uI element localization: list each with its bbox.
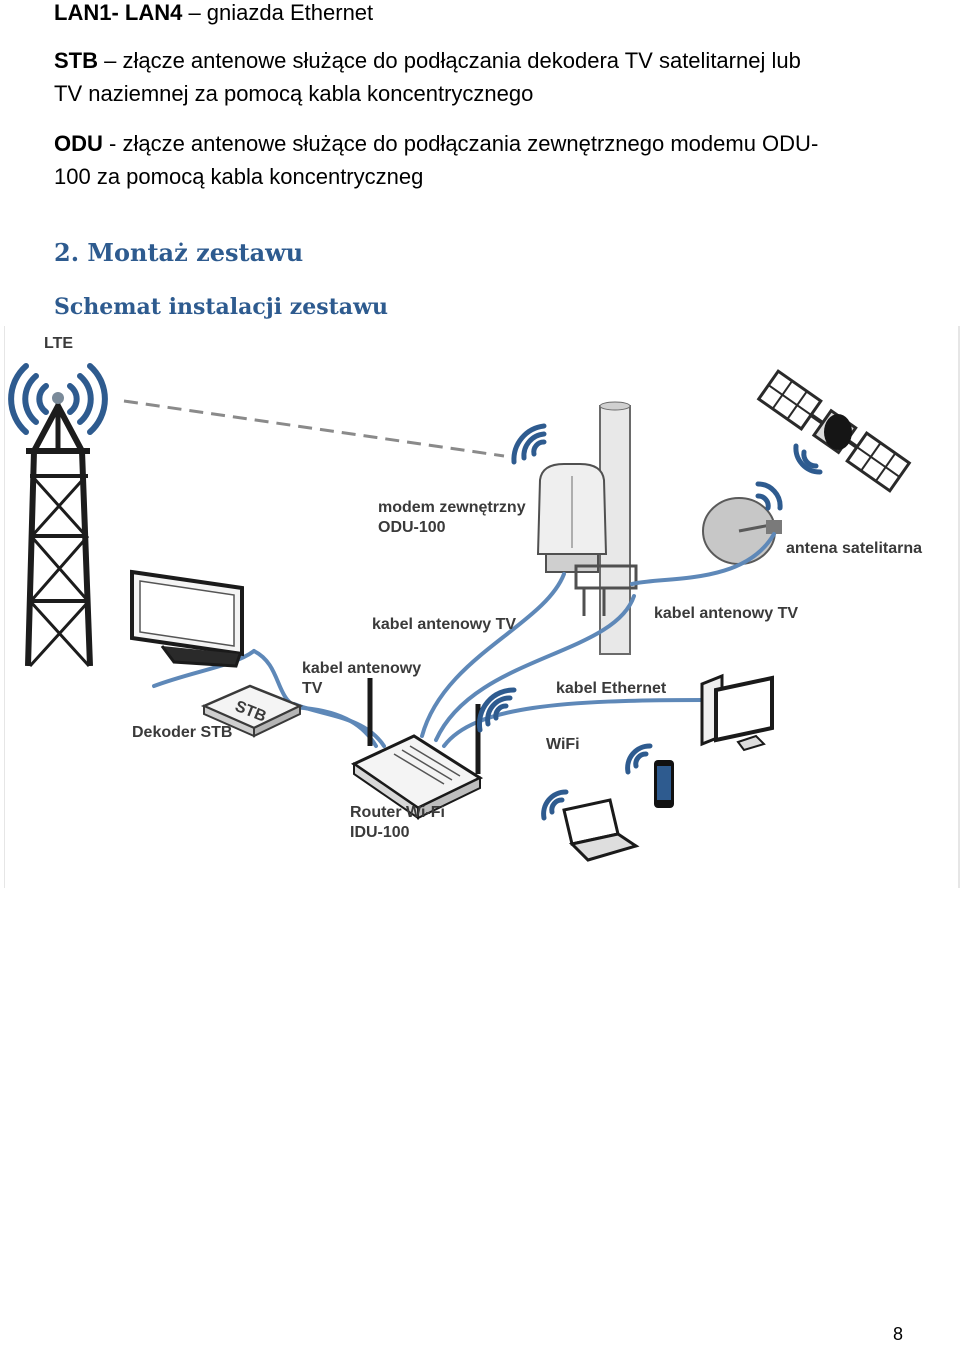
lte-tower-icon bbox=[25, 398, 93, 668]
odu-term: ODU bbox=[54, 131, 103, 156]
tv-cable-label-left: kabel antenowy TV bbox=[372, 616, 516, 633]
decoder-label: Dekoder STB bbox=[132, 724, 232, 741]
phone-signal-icon bbox=[625, 743, 653, 775]
router-label-line2: IDU-100 bbox=[350, 824, 410, 841]
page-number: 8 bbox=[892, 1324, 903, 1344]
lan-description: – gniazda Ethernet bbox=[182, 0, 374, 25]
stb-description-line2: TV naziemnej za pomocą kabla koncentrycz… bbox=[54, 81, 534, 106]
subsection-heading: Schemat instalacji zestawu bbox=[54, 294, 388, 320]
lte-link-line bbox=[123, 399, 505, 458]
section-number: 2. bbox=[54, 238, 80, 267]
odu-modem-icon bbox=[536, 463, 638, 616]
stb-definition: STB – złącze antenowe służące do podłącz… bbox=[54, 44, 801, 110]
stb-decoder-icon bbox=[200, 684, 304, 738]
tv-icon bbox=[130, 569, 244, 668]
cables bbox=[152, 532, 776, 748]
tv-cable2-label-line2: TV bbox=[302, 680, 323, 697]
section-title: Montaż zestawu bbox=[87, 238, 304, 267]
smartphone-icon bbox=[654, 760, 674, 808]
router-icon bbox=[350, 678, 484, 820]
satellite-signal-icon bbox=[793, 443, 823, 475]
tv-cable-label-right: kabel antenowy TV bbox=[654, 605, 798, 622]
modem-label-line2: ODU-100 bbox=[378, 519, 446, 536]
satellite-dish-icon bbox=[702, 497, 782, 565]
odu-cable bbox=[420, 572, 566, 738]
satellite-cable bbox=[630, 532, 776, 586]
desktop-computer-icon bbox=[700, 673, 774, 752]
lte-signal-icon bbox=[8, 363, 108, 435]
lte-antenna-tip bbox=[52, 392, 64, 404]
router-wifi-icon bbox=[476, 687, 517, 733]
lte-label: LTE bbox=[44, 335, 73, 352]
wifi-label: WiFi bbox=[546, 736, 580, 753]
laptop-icon bbox=[562, 798, 640, 862]
odu-description-line1: - złącze antenowe służące do podłączania… bbox=[102, 131, 819, 156]
stb-description-line1: – złącze antenowe służące do podłączania… bbox=[98, 48, 801, 73]
stb-term: STB bbox=[54, 48, 98, 73]
odu-definition: ODU - złącze antenowe służące do podłącz… bbox=[54, 127, 818, 193]
tv-cable-right bbox=[434, 594, 636, 742]
router-label-line1: Router Wi-Fi bbox=[350, 804, 445, 821]
modem-label-line1: modem zewnętrzny bbox=[378, 499, 526, 516]
lan-definition: LAN1- LAN4 – gniazda Ethernet bbox=[54, 0, 373, 29]
ethernet-label: kabel Ethernet bbox=[556, 680, 667, 697]
laptop-signal-icon bbox=[541, 789, 569, 821]
odu-description-line2: 100 za pomocą kabla koncentryczneg bbox=[54, 164, 424, 189]
satellite-icon bbox=[756, 369, 912, 493]
ethernet-cable bbox=[442, 698, 706, 748]
lan-term: LAN1- LAN4 bbox=[54, 0, 183, 25]
tv-to-decoder-cable bbox=[152, 649, 256, 688]
dish-label: antena satelitarna bbox=[786, 540, 922, 557]
section-heading: 2. Montaż zestawu bbox=[54, 238, 303, 267]
decoder-to-router-cable bbox=[292, 702, 386, 748]
installation-diagram: LTE modem zewnętrzny ODU-100 bbox=[4, 326, 960, 888]
tv-cable2-label-line1: kabel antenowy bbox=[302, 660, 421, 677]
odu-signal-icon bbox=[511, 423, 547, 465]
dish-signal-icon bbox=[755, 481, 783, 511]
